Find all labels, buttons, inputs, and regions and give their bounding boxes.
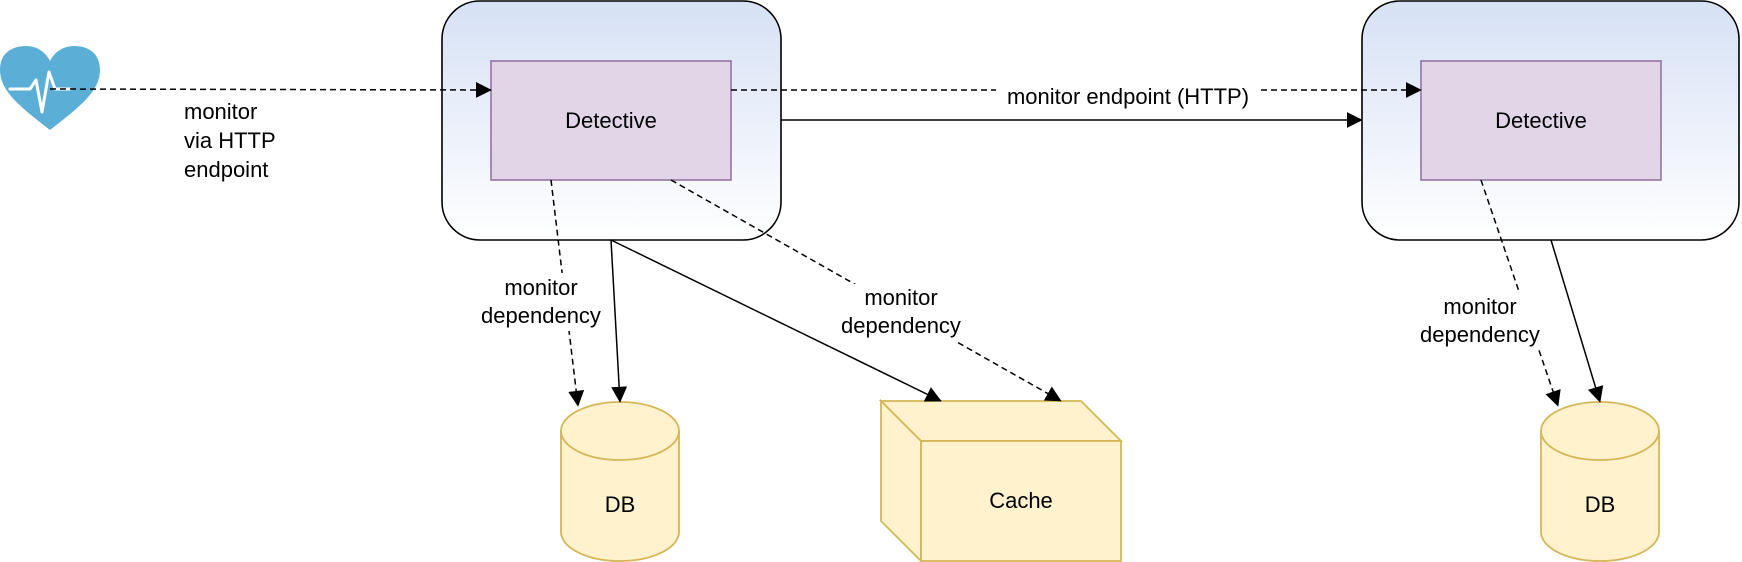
db-node-2[interactable]: DB — [1540, 401, 1660, 562]
db-2-label: DB — [1585, 492, 1616, 517]
cache-node[interactable]: Cache — [878, 398, 1124, 562]
edge-label-db1-dependency: monitor dependency — [474, 273, 608, 331]
detective-1-label: Detective — [565, 108, 657, 133]
edge-container-1-to-db-1 — [610, 239, 628, 403]
edge-label-bg-monitor-endpoint — [996, 82, 1260, 110]
svg-text:via HTTP: via HTTP — [184, 128, 276, 153]
edge-label-heart-monitor: monitor via HTTP endpoint — [184, 99, 276, 182]
heart-pulse-icon — [0, 46, 100, 130]
svg-text:monitor: monitor — [1443, 294, 1516, 319]
svg-text:monitor: monitor — [864, 285, 937, 310]
edge-container-2-to-db-2 — [1550, 239, 1604, 403]
edge-container-1-to-cache — [610, 239, 942, 402]
detective-2-label: Detective — [1495, 108, 1587, 133]
svg-text:dependency: dependency — [1420, 322, 1540, 347]
edge-heart-to-detective-1 — [49, 81, 492, 98]
edge-label-monitor-endpoint: monitor endpoint (HTTP) — [1007, 84, 1249, 109]
edge-label-db2-dependency: monitor dependency — [1413, 292, 1547, 350]
svg-text:dependency: dependency — [481, 303, 601, 328]
db-node-1[interactable]: DB — [560, 401, 680, 562]
svg-text:dependency: dependency — [841, 313, 961, 338]
cache-label: Cache — [989, 488, 1053, 513]
db-1-label: DB — [605, 492, 636, 517]
svg-text:monitor: monitor — [184, 99, 257, 124]
svg-text:endpoint: endpoint — [184, 157, 268, 182]
edge-label-cache-dependency: monitor dependency — [834, 284, 968, 342]
svg-text:monitor: monitor — [504, 275, 577, 300]
detective-node-2[interactable]: Detective — [1420, 60, 1662, 181]
detective-node-1[interactable]: Detective — [490, 60, 732, 181]
